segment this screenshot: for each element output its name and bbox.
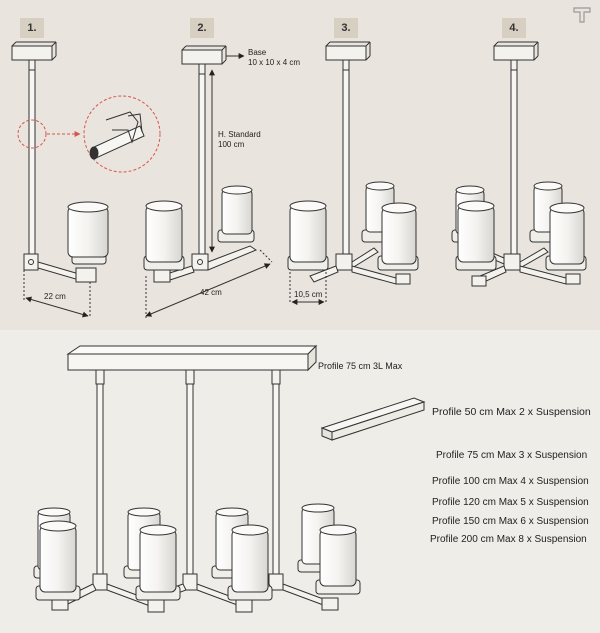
profile-option-150: Profile 150 cm Max 6 x Suspension <box>432 516 589 527</box>
span-42: 42 cm <box>200 288 222 297</box>
height-value: 100 cm <box>218 140 245 149</box>
step-label-1: 1. <box>20 18 44 38</box>
step1-fixture <box>11 41 109 318</box>
profile-option-100: Profile 100 cm Max 4 x Suspension <box>432 476 589 487</box>
step2-fixture <box>143 45 273 318</box>
profile-75-chandelier <box>33 344 361 613</box>
height-label: H. Standard <box>218 130 261 139</box>
arm-length-22: 22 cm <box>44 292 66 301</box>
shade-width: 10,5 cm <box>294 290 323 299</box>
profile-option-200: Profile 200 cm Max 8 x Suspension <box>430 534 587 545</box>
profile-option-75: Profile 75 cm Max 3 x Suspension <box>436 450 588 461</box>
profile-option-120: Profile 120 cm Max 5 x Suspension <box>432 497 589 508</box>
brand-logo-icon <box>573 7 591 23</box>
profile-option-50: Profile 50 cm Max 2 x Suspension <box>432 406 591 418</box>
step3-fixture <box>287 41 419 305</box>
step-label-4: 4. <box>502 18 526 38</box>
step4-fixture <box>451 41 587 287</box>
step1-detail-callout <box>17 95 161 173</box>
step-label-3: 3. <box>334 18 358 38</box>
step-label-2: 2. <box>190 18 214 38</box>
base-dimensions: 10 x 10 x 4 cm <box>248 58 301 67</box>
profile-50-illustration <box>320 397 426 441</box>
profile-75-3l-label: Profile 75 cm 3L Max <box>318 361 403 371</box>
base-label: Base <box>248 48 267 57</box>
